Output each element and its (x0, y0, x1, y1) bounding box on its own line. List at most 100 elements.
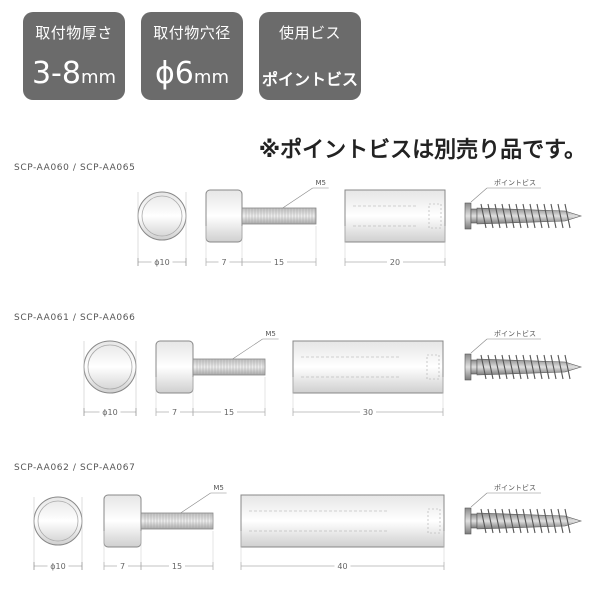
screw-thread (494, 508, 501, 534)
screw-thread (480, 508, 487, 534)
bolt-thread (140, 512, 214, 530)
dim-head-label: 7 (172, 408, 177, 417)
screw-head (464, 202, 472, 230)
dim-head-bg (218, 257, 230, 267)
dim-length-label: 40 (337, 562, 347, 571)
spacer-body (292, 340, 444, 394)
screw-thread (515, 508, 522, 534)
screw-thread (522, 508, 529, 534)
screw-thread (494, 354, 501, 380)
m5-leader (180, 492, 211, 514)
screw-thread (529, 203, 536, 229)
screw-label: ポイントビス (494, 329, 536, 338)
dim-diameter-label: ϕ10 (102, 408, 117, 417)
screw-thread (564, 354, 571, 380)
screw-shank (476, 358, 583, 376)
cap-inner (87, 344, 133, 390)
thread-size-label: M5 (265, 330, 276, 338)
hidden-insert (427, 508, 441, 534)
bolt-head (155, 340, 194, 394)
screw-thread (480, 203, 487, 229)
screw-thread (501, 354, 508, 380)
dim-diameter-bg (151, 257, 173, 267)
screw-head (464, 353, 472, 381)
badge-title: 取付物穴径 (153, 24, 231, 42)
screw-thread (550, 354, 557, 380)
screw-thread (550, 203, 557, 229)
screw-thread (508, 508, 515, 534)
cap-outer (137, 191, 187, 241)
bolt-head (205, 189, 243, 243)
dim-head-bg (169, 407, 180, 417)
dim-length-bg (360, 407, 376, 417)
screw-thread (557, 354, 564, 380)
bolt-thread (192, 358, 266, 376)
screw-thread (529, 508, 536, 534)
spec-badge-hole-diameter: 取付物穴径 ϕ6mm (141, 12, 243, 100)
separate-sale-note: ※ポイントビスは別売り品です。 (258, 138, 586, 163)
bolt-head (103, 494, 142, 548)
hidden-insert (428, 203, 442, 229)
screw-thread (515, 203, 522, 229)
screw-leader (470, 187, 488, 203)
dim-head-bg (117, 561, 128, 571)
hidden-insert (426, 354, 440, 380)
screw-thread (522, 203, 529, 229)
screw-thread (487, 354, 494, 380)
screw-leader (470, 492, 488, 508)
screw-thread (536, 203, 543, 229)
dim-diameter-label: ϕ10 (154, 258, 169, 267)
screw-thread (508, 354, 515, 380)
screw-shank (476, 512, 583, 530)
screw-thread (529, 354, 536, 380)
screw-thread (536, 354, 543, 380)
screw-thread (494, 203, 501, 229)
cap-inner (141, 195, 183, 237)
screw-thread (480, 354, 487, 380)
m5-leader (282, 187, 313, 209)
screw-head (464, 507, 472, 535)
dim-thread-label: 15 (224, 408, 234, 417)
screw-thread (515, 354, 522, 380)
screw-thread (522, 354, 529, 380)
dim-length-bg (334, 561, 351, 571)
screw-thread (557, 203, 564, 229)
model-label-3: SCP-AA062 / SCP-AA067 (14, 463, 136, 473)
spacer-body (240, 494, 445, 548)
dim-thread-bg (169, 561, 185, 571)
dim-head-label: 7 (221, 258, 226, 267)
model-label-2: SCP-AA061 / SCP-AA066 (14, 313, 136, 323)
screw-thread (543, 508, 550, 534)
dim-thread-label: 15 (172, 562, 182, 571)
dim-diameter-bg (47, 561, 69, 571)
dim-thread-label: 15 (274, 258, 284, 267)
screw-thread (550, 508, 557, 534)
dim-head-label: 7 (120, 562, 125, 571)
thread-size-label: M5 (315, 179, 326, 187)
screw-neck (470, 513, 478, 529)
cap-outer (33, 496, 83, 546)
screw-thread (501, 203, 508, 229)
screw-label: ポイントビス (494, 178, 536, 187)
screw-thread (543, 203, 550, 229)
spec-badge-screw: 使用ビス ポイントビス (259, 12, 361, 100)
dim-diameter-label: ϕ10 (50, 562, 65, 571)
spec-badge-thickness: 取付物厚さ 3-8mm (23, 12, 125, 100)
badge-value: ポイントビス (261, 70, 358, 89)
m5-leader (232, 338, 263, 360)
screw-thread (564, 508, 571, 534)
dim-length-label: 20 (390, 258, 400, 267)
screw-thread (501, 508, 508, 534)
badge-title: 取付物厚さ (35, 24, 113, 42)
badge-title: 使用ビス (278, 24, 341, 42)
model-label-1: SCP-AA060 / SCP-AA065 (14, 163, 136, 173)
screw-neck (470, 359, 478, 375)
drawing-row-1: M5 ポイントビス ϕ10 7 15 20 (137, 178, 583, 267)
cap-outer (83, 340, 137, 394)
screw-thread (508, 203, 515, 229)
screw-neck (470, 208, 478, 224)
screw-thread (536, 508, 543, 534)
screw-thread (487, 203, 494, 229)
spacer-body (344, 189, 446, 243)
